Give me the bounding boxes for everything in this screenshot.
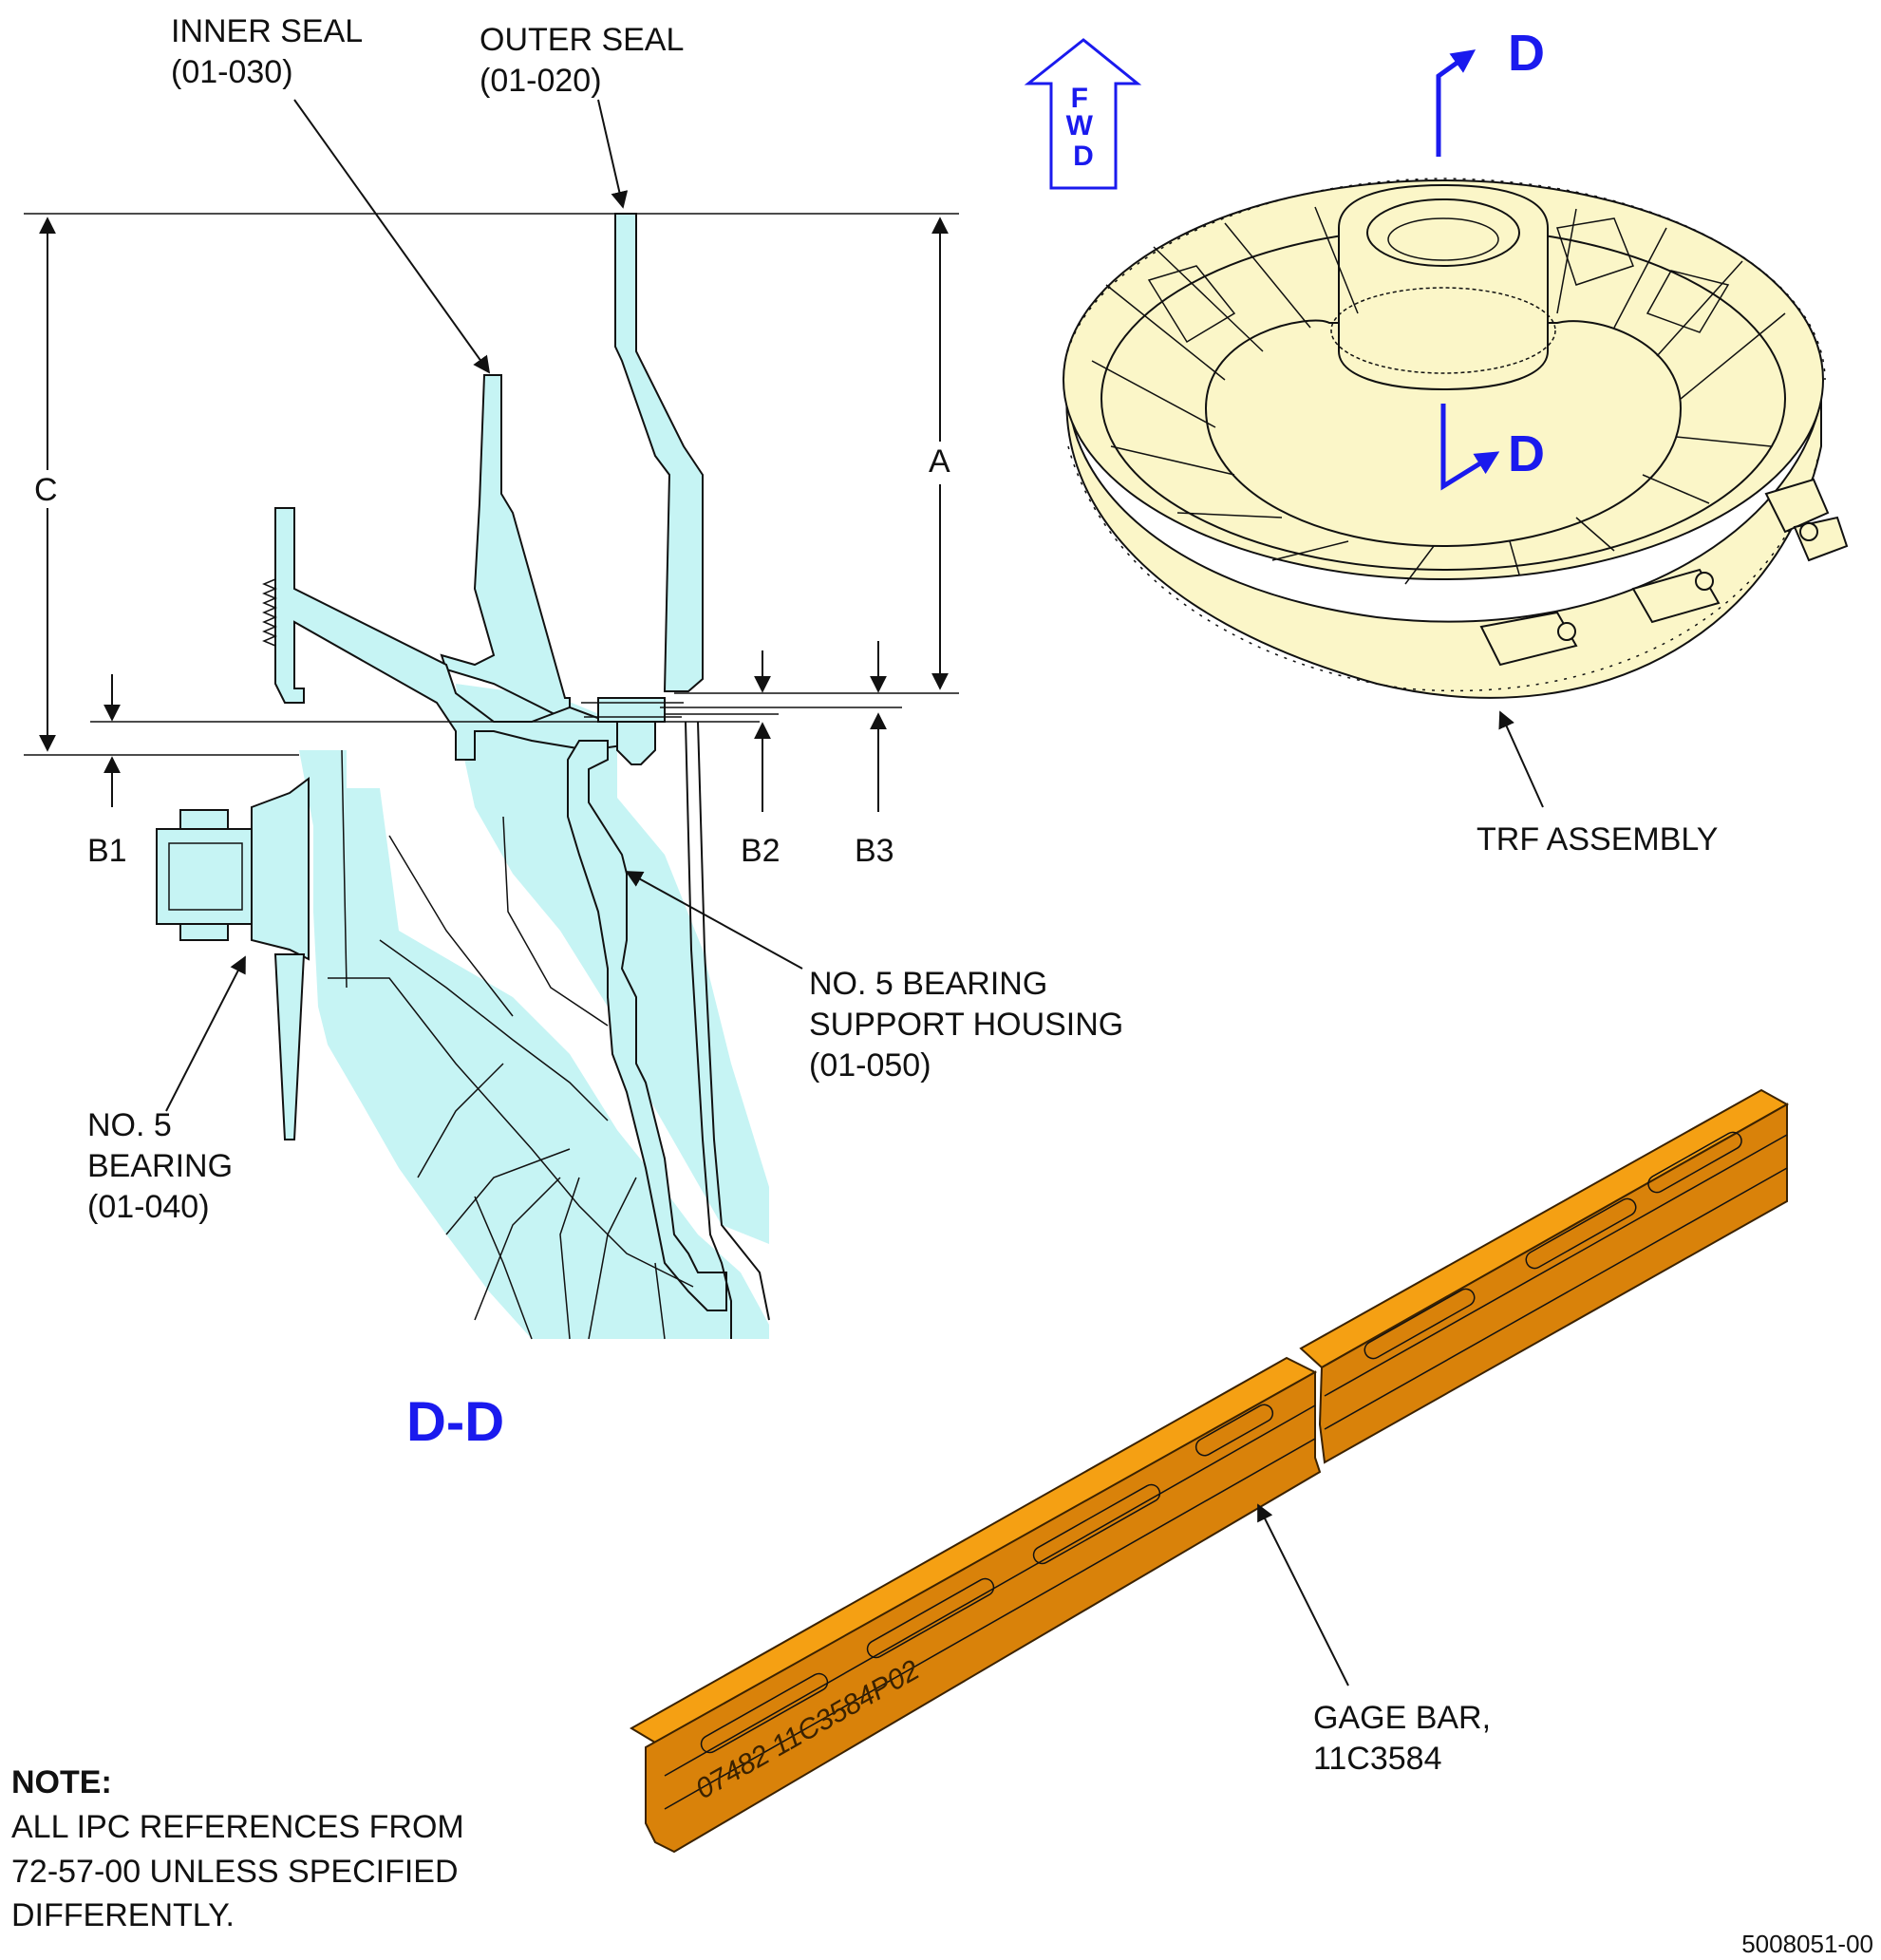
fwd-arrow: F W D (1024, 38, 1142, 190)
svg-text:F W D: F W D (1066, 83, 1101, 172)
arm-fins (262, 578, 277, 647)
section-mark-mid-label: D (1508, 425, 1545, 482)
fwd-letter-d: D (1073, 141, 1094, 172)
casing-wall (685, 721, 732, 1339)
section-title: D-D (406, 1391, 504, 1453)
trf-mount-lugs (1479, 478, 1849, 667)
section-marker-top (1436, 49, 1477, 157)
leader-bearing (165, 955, 246, 1112)
dim-c-label: C (34, 472, 58, 508)
section-marker-mid (1440, 404, 1500, 491)
outer-seal-label: OUTER SEAL (01-020) (480, 22, 692, 99)
inner-seal-label: INNER SEAL (01-030) (171, 13, 370, 90)
dim-b3-label: B3 (855, 833, 894, 869)
inner-seal-shape (440, 374, 571, 724)
gage-bar-slots (700, 1131, 1742, 1754)
note-title: NOTE: (11, 1764, 112, 1800)
trf-assembly-label: TRF ASSEMBLY (1477, 821, 1718, 858)
dim-a-label: A (929, 443, 950, 480)
frame-internal-lines (328, 749, 694, 1340)
gage-bar-left-side (645, 1370, 1322, 1854)
no5-bearing-shape (156, 777, 310, 1140)
leader-trf (1498, 710, 1544, 808)
section-view-d-d: INNER SEAL (01-030) OUTER SEAL (01-020) … (24, 13, 1133, 1453)
gage-bar-left-top (630, 1356, 1318, 1747)
trf-outer-rim (1065, 379, 1822, 699)
note-block: NOTE: ALL IPC REFERENCES FROM 72-57-00 U… (11, 1764, 473, 1933)
gage-bar-right-side (1318, 1102, 1788, 1464)
leader-outer-seal (597, 99, 629, 209)
gage-bar-drawing: 07482 11C3584P02 GAGE BAR, 11C3584 (630, 1088, 1790, 1854)
support-housing-web (567, 740, 727, 1311)
leader-housing (625, 871, 803, 970)
dimension-lines (24, 213, 959, 812)
dim-b1-label: B1 (87, 833, 127, 869)
bearing-label: NO. 5 BEARING (01-040) (87, 1107, 242, 1225)
leader-gage-bar (1257, 1503, 1349, 1687)
dim-b2-label: B2 (741, 833, 781, 869)
figure-id: 5008051-00 (1741, 1930, 1873, 1958)
fwd-letter-w: W (1066, 110, 1094, 141)
gage-bar-label: GAGE BAR, 11C3584 (1313, 1700, 1500, 1777)
section-mark-top-label: D (1508, 25, 1545, 82)
note-text: ALL IPC REFERENCES FROM 72-57-00 UNLESS … (11, 1809, 473, 1933)
leader-inner-seal (293, 99, 491, 374)
outer-seal-shape (614, 213, 704, 692)
trf-hub-bore (1366, 198, 1520, 267)
housing-label: NO. 5 BEARING SUPPORT HOUSING (01-050) (809, 966, 1133, 1084)
fwd-letter-f: F (1071, 83, 1088, 114)
trf-struts (1091, 206, 1786, 585)
trf-assembly-drawing: D D TRF ASSEMBLY (1063, 25, 1849, 858)
